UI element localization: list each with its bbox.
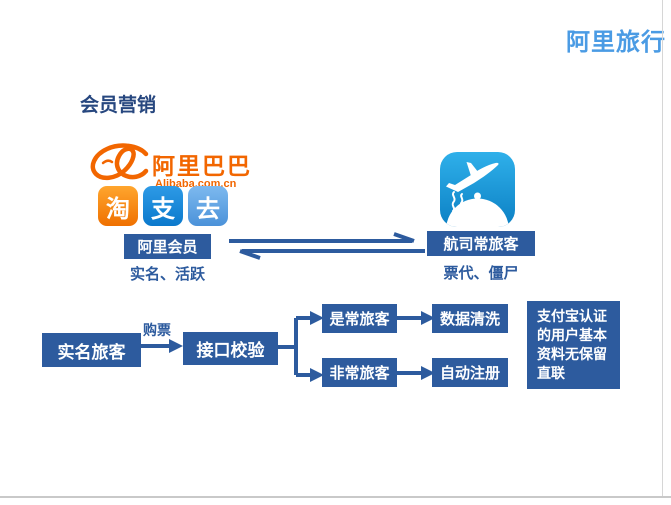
flow-check-box: 接口校验 — [183, 332, 278, 365]
branch-condition-box: 非常旅客 — [322, 358, 397, 387]
flow-edge-label: 购票 — [143, 322, 171, 338]
ali-member-caption: 实名、活跃 — [129, 266, 205, 283]
branch-action-box: 数据清洗 — [432, 304, 508, 333]
alitrip-plane-icon — [440, 152, 515, 227]
flow-fork-icon — [276, 311, 324, 382]
brand-logo: 阿里旅行 — [566, 29, 666, 56]
exchange-arrows-icon — [229, 232, 425, 260]
alipay-app-icon: 支 — [143, 186, 183, 226]
airline-ffp-caption: 票代、僵尸 — [443, 265, 519, 282]
flow-start-box: 实名旅客 — [42, 333, 141, 367]
qunar-app-icon: 去 — [188, 186, 228, 226]
flow-note-box: 支付宝认证的用户基本资料无保留直联 — [527, 301, 620, 389]
branch-action-box: 自动注册 — [432, 358, 508, 387]
branch-arrow-icon — [397, 311, 435, 325]
slide-bottom-border — [0, 496, 671, 498]
alibaba-smile-icon — [90, 143, 149, 181]
alibaba-name: 阿里巴巴 — [152, 153, 252, 179]
slide-right-border — [662, 0, 663, 496]
alibaba-app-icons: 淘 支 去 — [98, 186, 228, 226]
branch-arrow-icon — [397, 366, 435, 380]
page-title: 会员营销 — [80, 95, 157, 116]
flow-arrow-icon — [139, 339, 183, 353]
branch-condition-box: 是常旅客 — [322, 304, 397, 333]
ali-member-box: 阿里会员 — [124, 234, 211, 259]
taobao-app-icon: 淘 — [98, 186, 138, 226]
airline-ffp-box: 航司常旅客 — [427, 231, 535, 256]
